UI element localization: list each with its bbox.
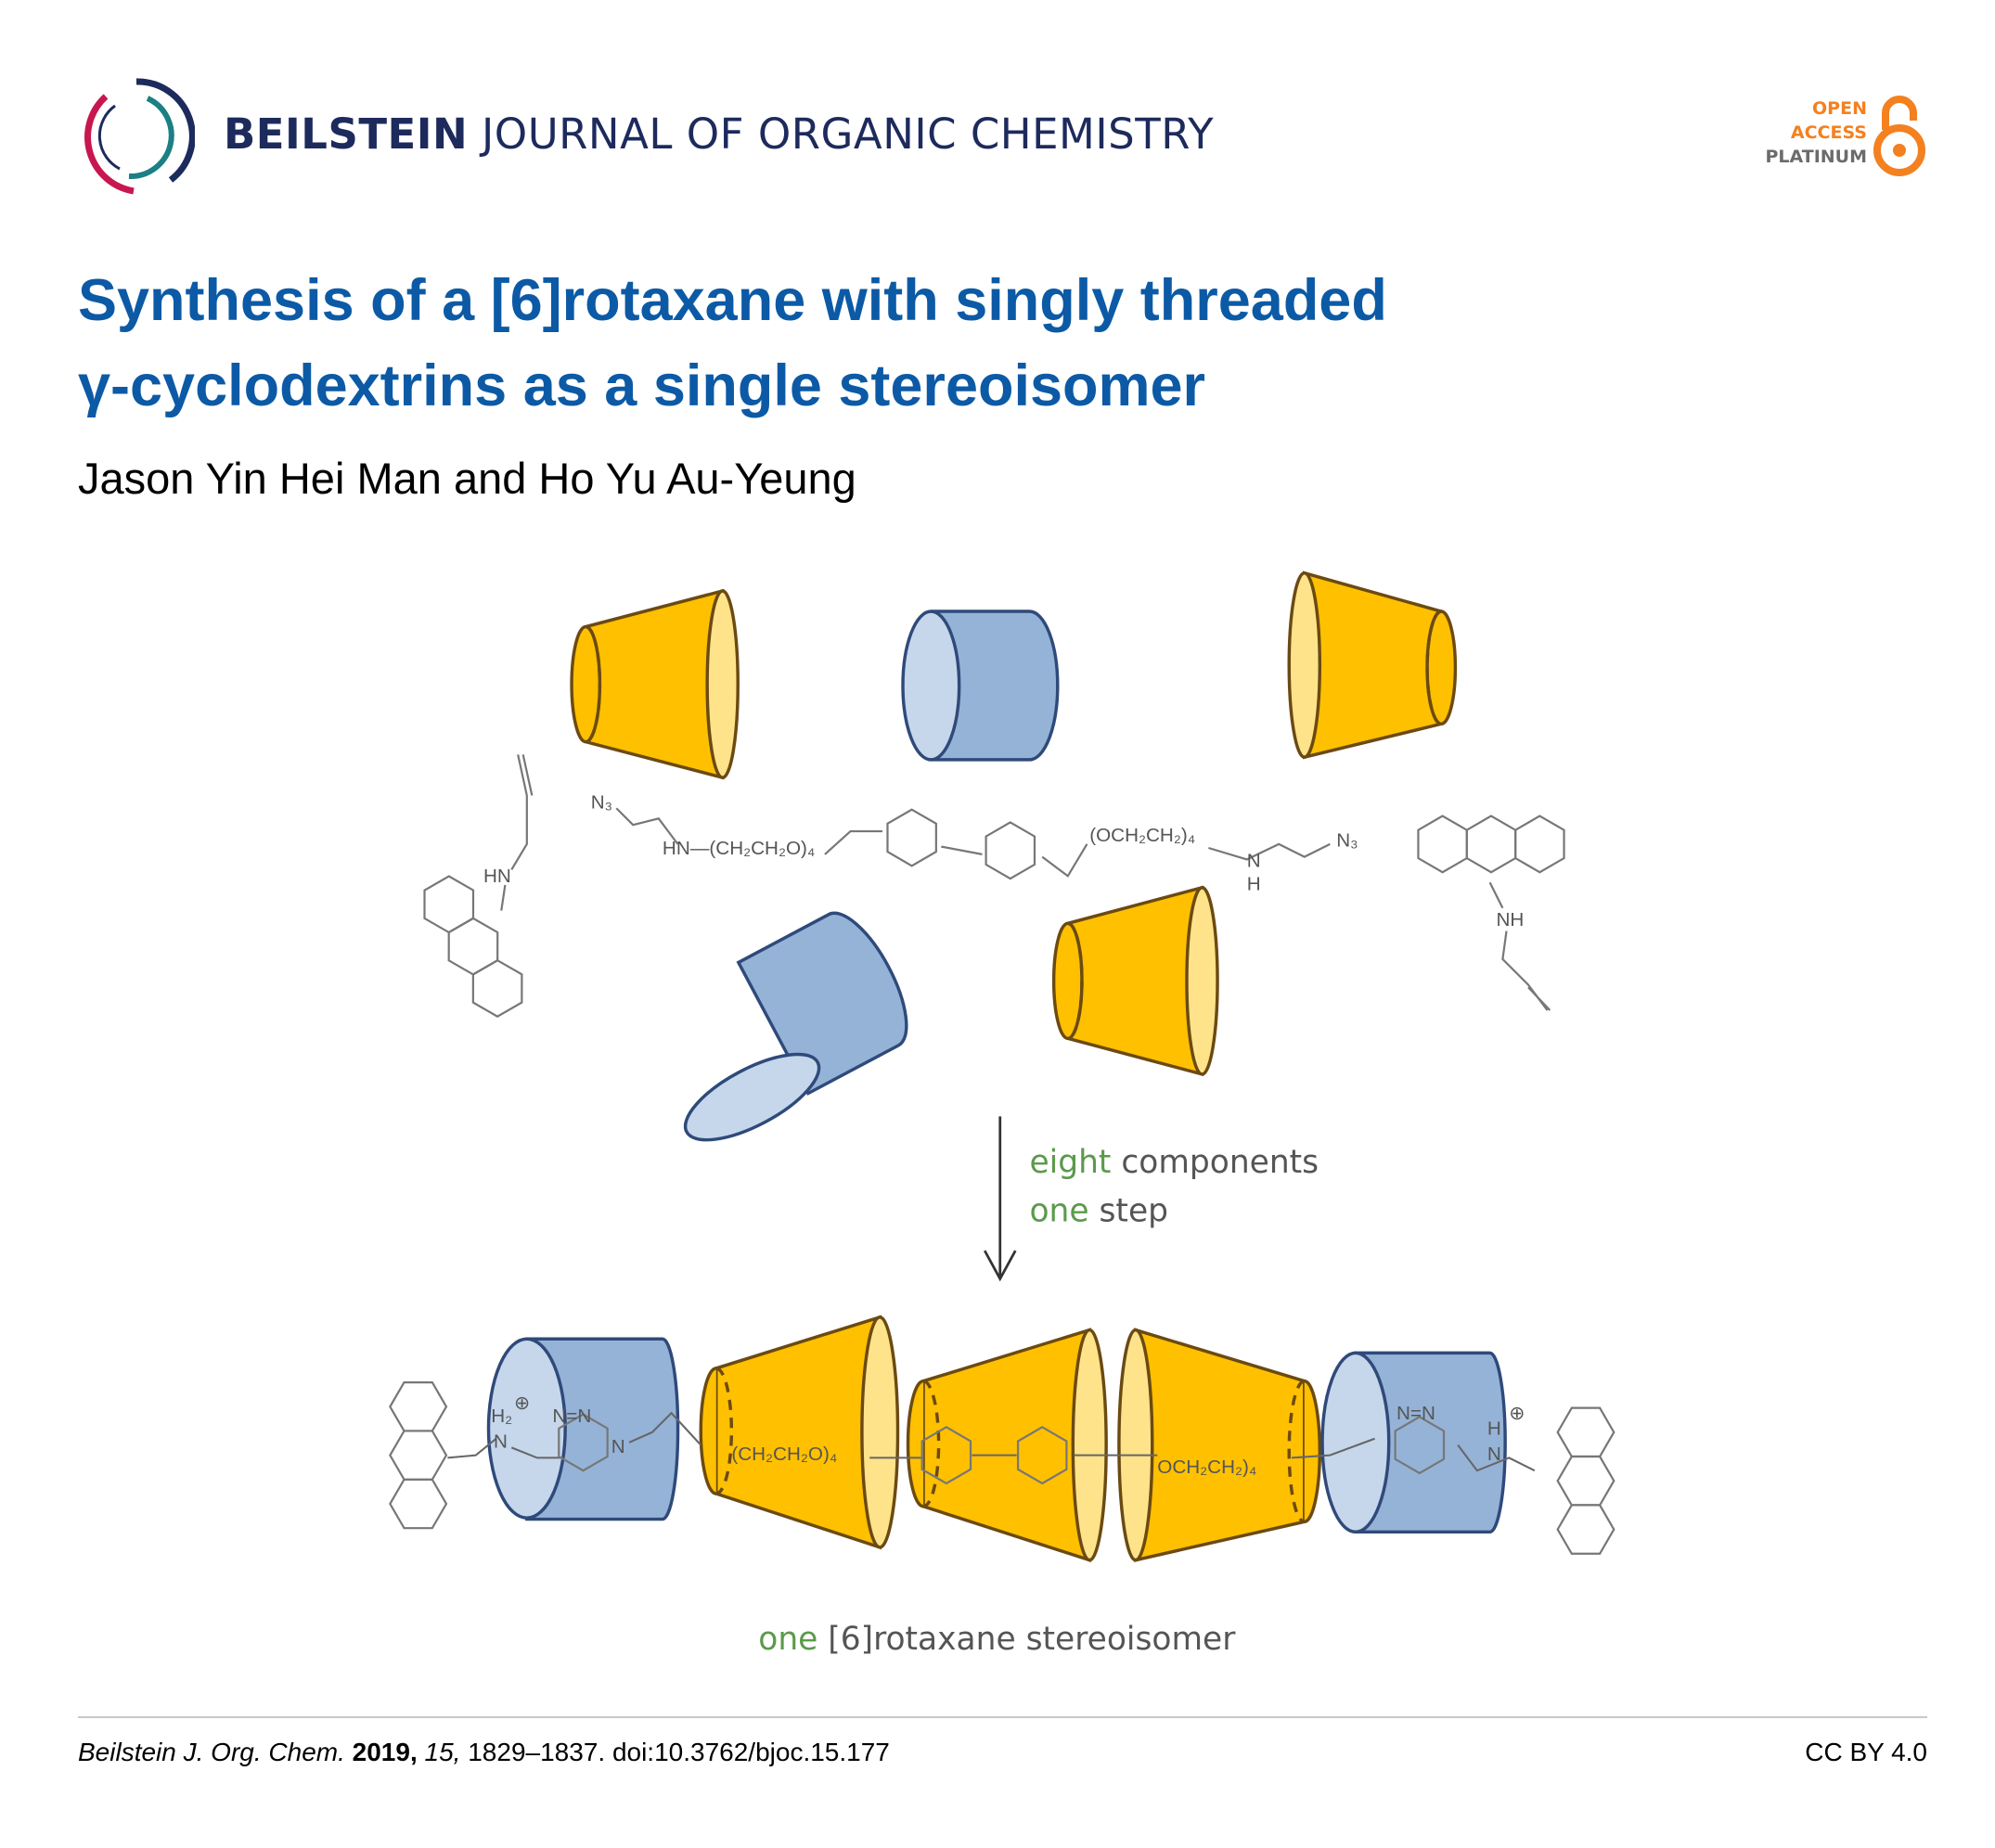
axle-structure bbox=[500, 754, 1551, 1011]
n-label: N bbox=[494, 1431, 508, 1452]
citation: Beilstein J. Org. Chem. 2019, 15, 1829–1… bbox=[78, 1738, 890, 1767]
peg-label-right: (OCH₂CH₂)₄ bbox=[1089, 825, 1195, 846]
plus-label-left: ⊕ bbox=[514, 1392, 530, 1414]
anthracene-top-right bbox=[1417, 815, 1565, 874]
rotaxane-cone-1 bbox=[699, 1315, 900, 1550]
rotaxane-cylinder-right bbox=[1320, 1351, 1507, 1534]
cyclodextrin-cone-middle bbox=[1051, 885, 1219, 1077]
triazole-label-right: N=N bbox=[1396, 1403, 1435, 1424]
anthracene-top-left bbox=[411, 867, 535, 1025]
hn-label: HN bbox=[483, 866, 511, 887]
rotaxane-cone-3 bbox=[1117, 1328, 1322, 1562]
amine-n-label: N bbox=[1247, 851, 1261, 872]
badge-access: ACCESS bbox=[1790, 122, 1867, 143]
peg-product-left: (CH₂CH₂O)₄ bbox=[731, 1444, 837, 1465]
pillararene-cylinder-top bbox=[901, 610, 1060, 762]
product-label: one [6]rotaxane stereoisomer bbox=[758, 1621, 1236, 1658]
peg-label-left: HN—(CH₂CH₂O)₄ bbox=[663, 838, 815, 859]
article-title: Synthesis of a [6]rotaxane with singly t… bbox=[78, 258, 1655, 429]
footer-divider bbox=[78, 1716, 1927, 1718]
reaction-label-components: eight components bbox=[1029, 1144, 1319, 1181]
phenyl-ring bbox=[886, 808, 937, 867]
reaction-arrow bbox=[984, 1116, 1017, 1282]
rotaxane-cylinder-left bbox=[486, 1337, 680, 1521]
title-line-2: γ-cyclodextrins as a single stereoisomer bbox=[78, 353, 1206, 418]
azide-label-right: N₃ bbox=[1336, 830, 1358, 852]
h-label-right: H bbox=[1487, 1418, 1501, 1440]
n-label: N bbox=[611, 1436, 625, 1457]
nh-label: NH bbox=[1496, 909, 1524, 930]
open-access-badge: OPEN ACCESS PLATINUM bbox=[1765, 96, 1867, 169]
open-lock-icon bbox=[1873, 96, 1925, 176]
triazole-label-left: N=N bbox=[552, 1405, 591, 1427]
citation-volume: 15, bbox=[424, 1738, 461, 1766]
badge-platinum: PLATINUM bbox=[1765, 147, 1867, 167]
amine-h-label: H bbox=[1247, 873, 1261, 894]
license: CC BY 4.0 bbox=[1805, 1738, 1927, 1766]
title-line-1: Synthesis of a [6]rotaxane with singly t… bbox=[78, 268, 1387, 333]
h2-label-left: H₂ bbox=[491, 1405, 512, 1427]
authors: Jason Yin Hei Man and Ho Yu Au-Yeung bbox=[78, 454, 856, 503]
badge-open: OPEN bbox=[1812, 98, 1867, 119]
reaction-label-step: one step bbox=[1029, 1192, 1168, 1229]
peg-product-right: OCH₂CH₂)₄ bbox=[1157, 1457, 1256, 1478]
citation-journal: Beilstein J. Org. Chem. bbox=[78, 1738, 345, 1766]
citation-year: 2019, bbox=[352, 1738, 418, 1766]
journal-name-bold: BEILSTEIN bbox=[224, 109, 469, 159]
anthracene-stopper-left bbox=[389, 1380, 448, 1530]
cyclodextrin-cone-top-right bbox=[1287, 571, 1458, 760]
journal-name-rest: JOURNAL OF ORGANIC CHEMISTRY bbox=[482, 109, 1215, 159]
citation-doi: 1829–1837. doi:10.3762/bjoc.15.177 bbox=[468, 1738, 890, 1766]
anthracene-stopper-right bbox=[1556, 1406, 1615, 1555]
pillararene-cylinder-tilted bbox=[683, 911, 908, 1142]
beilstein-logo bbox=[84, 78, 195, 195]
rotaxane-axle bbox=[447, 1411, 1536, 1472]
journal-name: BEILSTEIN JOURNAL OF ORGANIC CHEMISTRY bbox=[224, 109, 1214, 159]
rotaxane-cone-2 bbox=[906, 1328, 1108, 1563]
phenyl-ring bbox=[985, 821, 1036, 880]
plus-label-right: ⊕ bbox=[1509, 1403, 1525, 1424]
n-label-right: N bbox=[1487, 1444, 1501, 1465]
cyclodextrin-cone-top-left bbox=[570, 588, 740, 780]
azide-label-left: N₃ bbox=[591, 791, 612, 813]
